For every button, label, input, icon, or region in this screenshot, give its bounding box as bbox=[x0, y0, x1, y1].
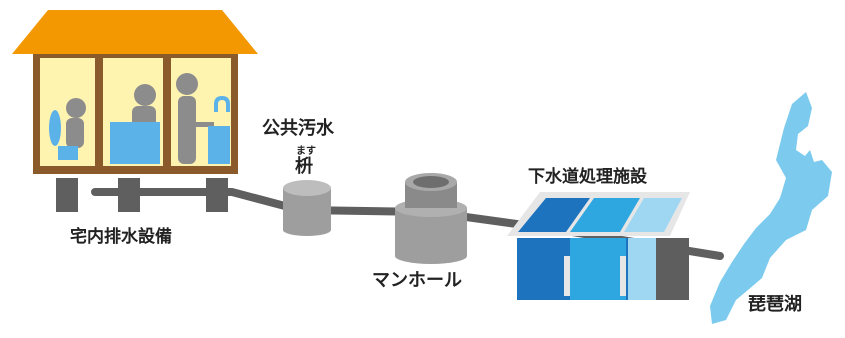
house-icon bbox=[12, 10, 258, 212]
treatment-plant-icon bbox=[507, 192, 690, 300]
lake-label: 琵琶湖 bbox=[748, 294, 802, 315]
sink-icon bbox=[176, 73, 230, 164]
basin-ruby-label: ます bbox=[296, 146, 316, 157]
house-label: 宅内排水設備 bbox=[70, 227, 172, 247]
lake-icon bbox=[710, 92, 832, 324]
manhole-label: マンホール bbox=[372, 270, 462, 291]
bath-icon bbox=[110, 84, 160, 164]
manhole-icon bbox=[395, 173, 467, 264]
basin-kanji-label: 枡 bbox=[295, 156, 313, 177]
basin-icon bbox=[283, 180, 331, 236]
toilet-icon bbox=[49, 98, 86, 160]
public-basin-label: 公共汚水 bbox=[262, 118, 334, 139]
treatment-label: 下水道処理施設 bbox=[528, 167, 647, 187]
